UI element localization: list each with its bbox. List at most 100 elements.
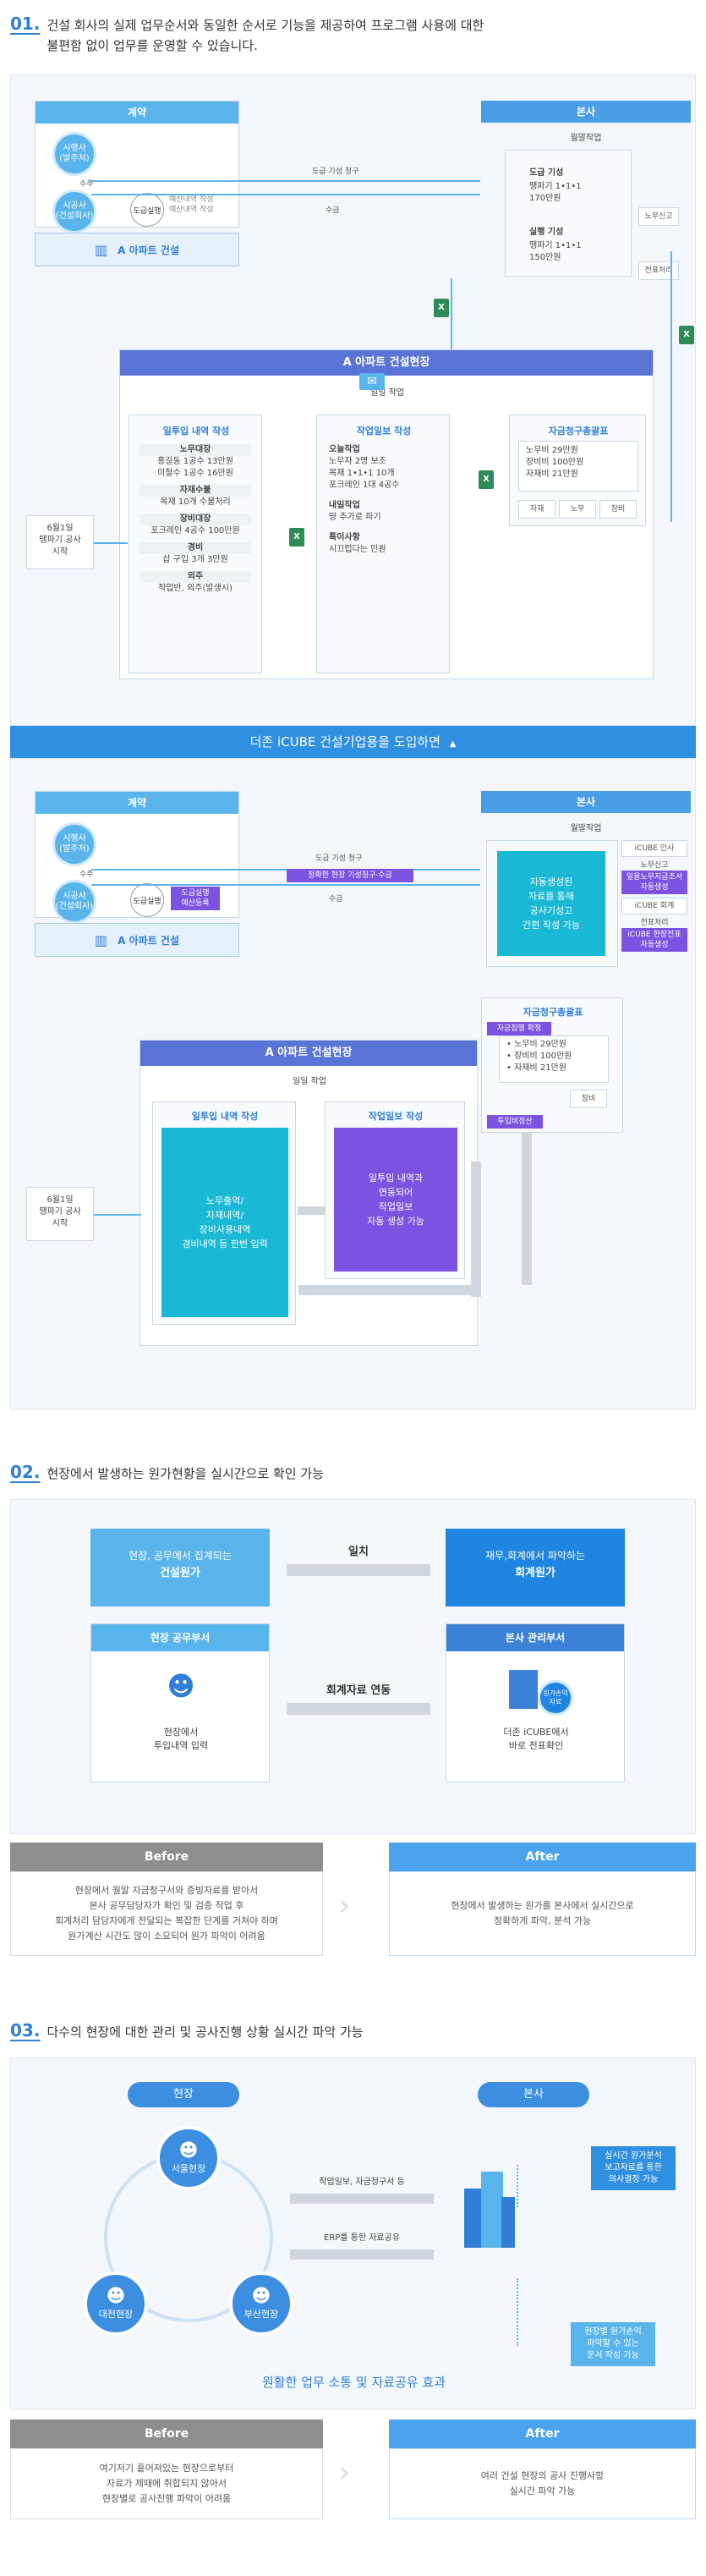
link-label: 회계자료 연동	[326, 1684, 391, 1697]
slip-auto-tag: iCUBE 현장전표 자동생성	[621, 928, 687, 952]
connector-gray	[471, 1162, 481, 1297]
material-row: 목재 10개 수불처리	[160, 497, 231, 507]
claim-line	[91, 869, 480, 871]
contractor-circle: 시공사 (건설회사)	[52, 880, 96, 924]
before-card: Before 여기저기 흩어져있는 현장으로부터 자료가 제때에 취합되지 않아…	[10, 2419, 323, 2519]
tab-material[interactable]: 자재	[518, 500, 555, 519]
section-02-header: 02. 현장에서 발생하는 원가현황을 실시간으로 확인 가능	[10, 1462, 324, 1484]
contract-header: 계약	[36, 102, 238, 124]
fund-title: 자금청구총괄표	[523, 1007, 583, 1018]
daily-report-title: 작업일보 작성	[356, 426, 412, 437]
section-text: 다수의 현장에 대한 관리 및 공사진행 상황 실시간 파악 가능	[47, 2024, 364, 2040]
chevron-right-icon: ›	[338, 1888, 351, 1923]
daily-report-panel: 작업일보 작성 오늘작업 노무자 2명 보조 목재 1•1•1 10개 포크레인…	[316, 415, 450, 673]
fund-panel: 자금청구총괄표 노무비 29만원 장비비 100만원 자재비 21만원 자재 노…	[509, 415, 646, 526]
excel-icon: X	[679, 326, 694, 344]
claim-label: 도급 기성 청구	[312, 168, 359, 176]
fund-row: • 자재비 21만원	[506, 1063, 566, 1073]
subcontract-circle: 도급실행	[130, 883, 164, 917]
site-pill: 현장	[128, 2082, 239, 2107]
section-text-line2: 불편함 없이 업무를 운영할 수 있습니다.	[47, 38, 258, 53]
monthly-panel: 자동생성된 자료를 통해 공사기성고 간편 작성 가능	[486, 840, 618, 967]
material-heading: 자재수불	[140, 485, 251, 497]
section-03-header: 03. 다수의 현장에 대한 관리 및 공사진행 상황 실시간 파악 가능	[10, 2020, 364, 2042]
contractor-circle: 시공사 (건설회사)	[52, 189, 96, 233]
budget-note: 예산내역 작성 예산내역 작성	[169, 195, 214, 214]
labor-row: 홍길동 1공수 13만원	[157, 457, 233, 466]
labor-row: 이철수 1공수 16만원	[157, 469, 233, 478]
arrow-right-icon	[290, 2194, 434, 2204]
report-arrow-label: 작업일보, 자금청구서 등	[319, 2178, 405, 2187]
after-body: 현장에서 발생하는 원가를 본사에서 실시간으로 정확하게 파악, 분석 가능	[389, 1871, 696, 1956]
cost-panel: 현장, 공무에서 집계되는 건설원가 일치 재무,회계에서 파악하는 회계원가 …	[10, 1499, 696, 1834]
today-row: 목재 1•1•1 10개	[329, 469, 395, 478]
today-row: 노무자 2명 보조	[329, 457, 386, 466]
seoul-site-node: ☻ 서울현장	[156, 2126, 221, 2190]
input-panel: 일투입 내역 작성 노무대장 홍길동 1공수 13만원 이철수 1공수 16만원…	[129, 415, 262, 673]
daily-auto-block: 일투입 내역과 연동되어 작업일보 자동 생성 가능	[334, 1128, 457, 1272]
busan-site-label: 부산현장	[244, 2309, 279, 2320]
accounting-cost-label: 회계원가	[515, 1567, 555, 1579]
tab-labor[interactable]: 노무	[559, 500, 596, 519]
silhaeng-body: 땡파기 1•1•1 150만원	[529, 241, 582, 262]
tab-equip[interactable]: 장비	[599, 500, 637, 519]
order-label: 수주	[79, 180, 94, 189]
hq-box: 본사 월말작업 도급 기성 땡파기 1•1•1 170만원 실행 기성 땡파기 …	[481, 101, 691, 388]
daejeon-site-node: ☻ 대전현장	[84, 2271, 148, 2336]
chevron-right-icon: ›	[338, 2455, 351, 2490]
input-title: 일투입 내역 작성	[162, 426, 230, 437]
budget-tag: 도급실행 예산등록	[171, 887, 220, 910]
erp-arrow-label: ERP를 통한 자료공유	[323, 2233, 401, 2243]
monthly-label: 월말작업	[570, 824, 602, 833]
expense-heading: 경비	[140, 542, 251, 554]
cost-data-badge: 원가손익 자료	[538, 1680, 573, 1716]
construction-cost-top: 현장, 공무에서 집계되는	[129, 1550, 232, 1562]
icube-banner[interactable]: 더존 iCUBE 건설기업용을 도입하면 ▲	[10, 726, 696, 758]
outsource-row: 작업반, 외주(발생시)	[158, 584, 233, 593]
daily-label: 일일 작업	[293, 1077, 326, 1086]
section-text-line1: 건설 회사의 실제 업무순서와 동일한 순서로 기능을 제공하여 프로그램 사용…	[47, 18, 484, 33]
contract-header: 계약	[36, 792, 238, 814]
after-card: After 현장에서 발생하는 원가를 본사에서 실시간으로 정확하게 파악, …	[389, 1843, 696, 1956]
building-icon: ▥	[95, 931, 108, 948]
before-body: 현장에서 월말 자금청구서와 증빙자료를 받아서 본사 공무담당자가 확인 및 …	[10, 1871, 323, 1956]
hq-dept-box: 본사 관리부서 원가손익 자료 더존 iCUBE에서 바로 전표확인	[446, 1623, 625, 1782]
after-header: After	[389, 1843, 696, 1871]
hq-box: 본사 월말작업 자동생성된 자료를 통해 공사기성고 간편 작성 가능 iCUB…	[481, 791, 691, 1079]
today-heading: 오늘작업	[329, 445, 360, 454]
before-card: Before 현장에서 월말 자금청구서와 증빙자료를 받아서 본사 공무담당자…	[10, 1843, 323, 1956]
fund-list: • 노무비 29만원 • 장비비 100만원 • 자재비 21만원	[499, 1035, 609, 1083]
icube-acc-box: iCUBE 회계	[621, 898, 687, 915]
excel-icon: X	[289, 528, 304, 547]
labor-report-box: 노무신고	[638, 207, 679, 226]
icube-process-panel: 계약 시행사 (발주처) 시공사 (건설회사) 수주 도급실행 도급실행 예산등…	[10, 758, 696, 1409]
contract-box: 계약 시행사 (발주처) 시공사 (건설회사) 수주 도급실행 도급실행 예산등…	[35, 791, 239, 924]
realtime-report-tag: 실시간 원가분석 보고자료를 통한 의사결정 가능	[591, 2146, 676, 2190]
fund-row: 장비비 100만원	[526, 458, 584, 467]
outsource-heading: 외주	[140, 571, 251, 583]
site-header: A 아파트 건설현장	[120, 350, 653, 376]
fund-panel: 자금청구총괄표 자금집행 확정 • 노무비 29만원 • 장비비 100만원 •…	[481, 997, 623, 1133]
order-label: 수주	[79, 871, 94, 879]
tab-equip[interactable]: 장비	[570, 1090, 607, 1108]
banner-text: 더존 iCUBE 건설기업용을 도입하면	[249, 734, 441, 750]
input-panel: 일투입 내역 작성 노무출역/ 자재내역/ 장비사용내역 경비내역 등 한번 입…	[152, 1101, 296, 1325]
accounting-cost-box: 재무,회계에서 파악하는 회계원가	[446, 1529, 625, 1607]
before-header: Before	[10, 2419, 323, 2448]
labor-report-label: 노무신고	[640, 861, 669, 870]
match-label: 일치	[348, 1546, 369, 1558]
daily-label: 일일 작업	[370, 388, 404, 398]
fund-row: • 노무비 29만원	[506, 1040, 566, 1049]
site-cost-tag: 현장별 원가손익 파악할 수 있는 문서 작성 가능	[571, 2322, 655, 2366]
arrow-up-icon: ▲	[449, 739, 457, 749]
expense-row: 삽 구입 3개 3만원	[162, 555, 228, 564]
input-list: 노무대장 홍길동 1공수 13만원 이철수 1공수 16만원 자재수불 목재 1…	[140, 444, 251, 595]
section-01-header: 01. 건설 회사의 실제 업무순서와 동일한 순서로 기능을 제공하여 프로그…	[10, 14, 484, 56]
before-header: Before	[10, 1843, 323, 1871]
construction-cost-label: 건설원가	[160, 1567, 200, 1579]
special-heading: 특이사항	[329, 533, 360, 542]
apartment-box: ▥ A 아파트 건설	[35, 923, 239, 957]
section-number: 03.	[10, 2020, 41, 2040]
start-box: 6월1일 땡파기 공사 시작	[26, 1187, 94, 1241]
building-icon: ▥	[95, 241, 108, 258]
